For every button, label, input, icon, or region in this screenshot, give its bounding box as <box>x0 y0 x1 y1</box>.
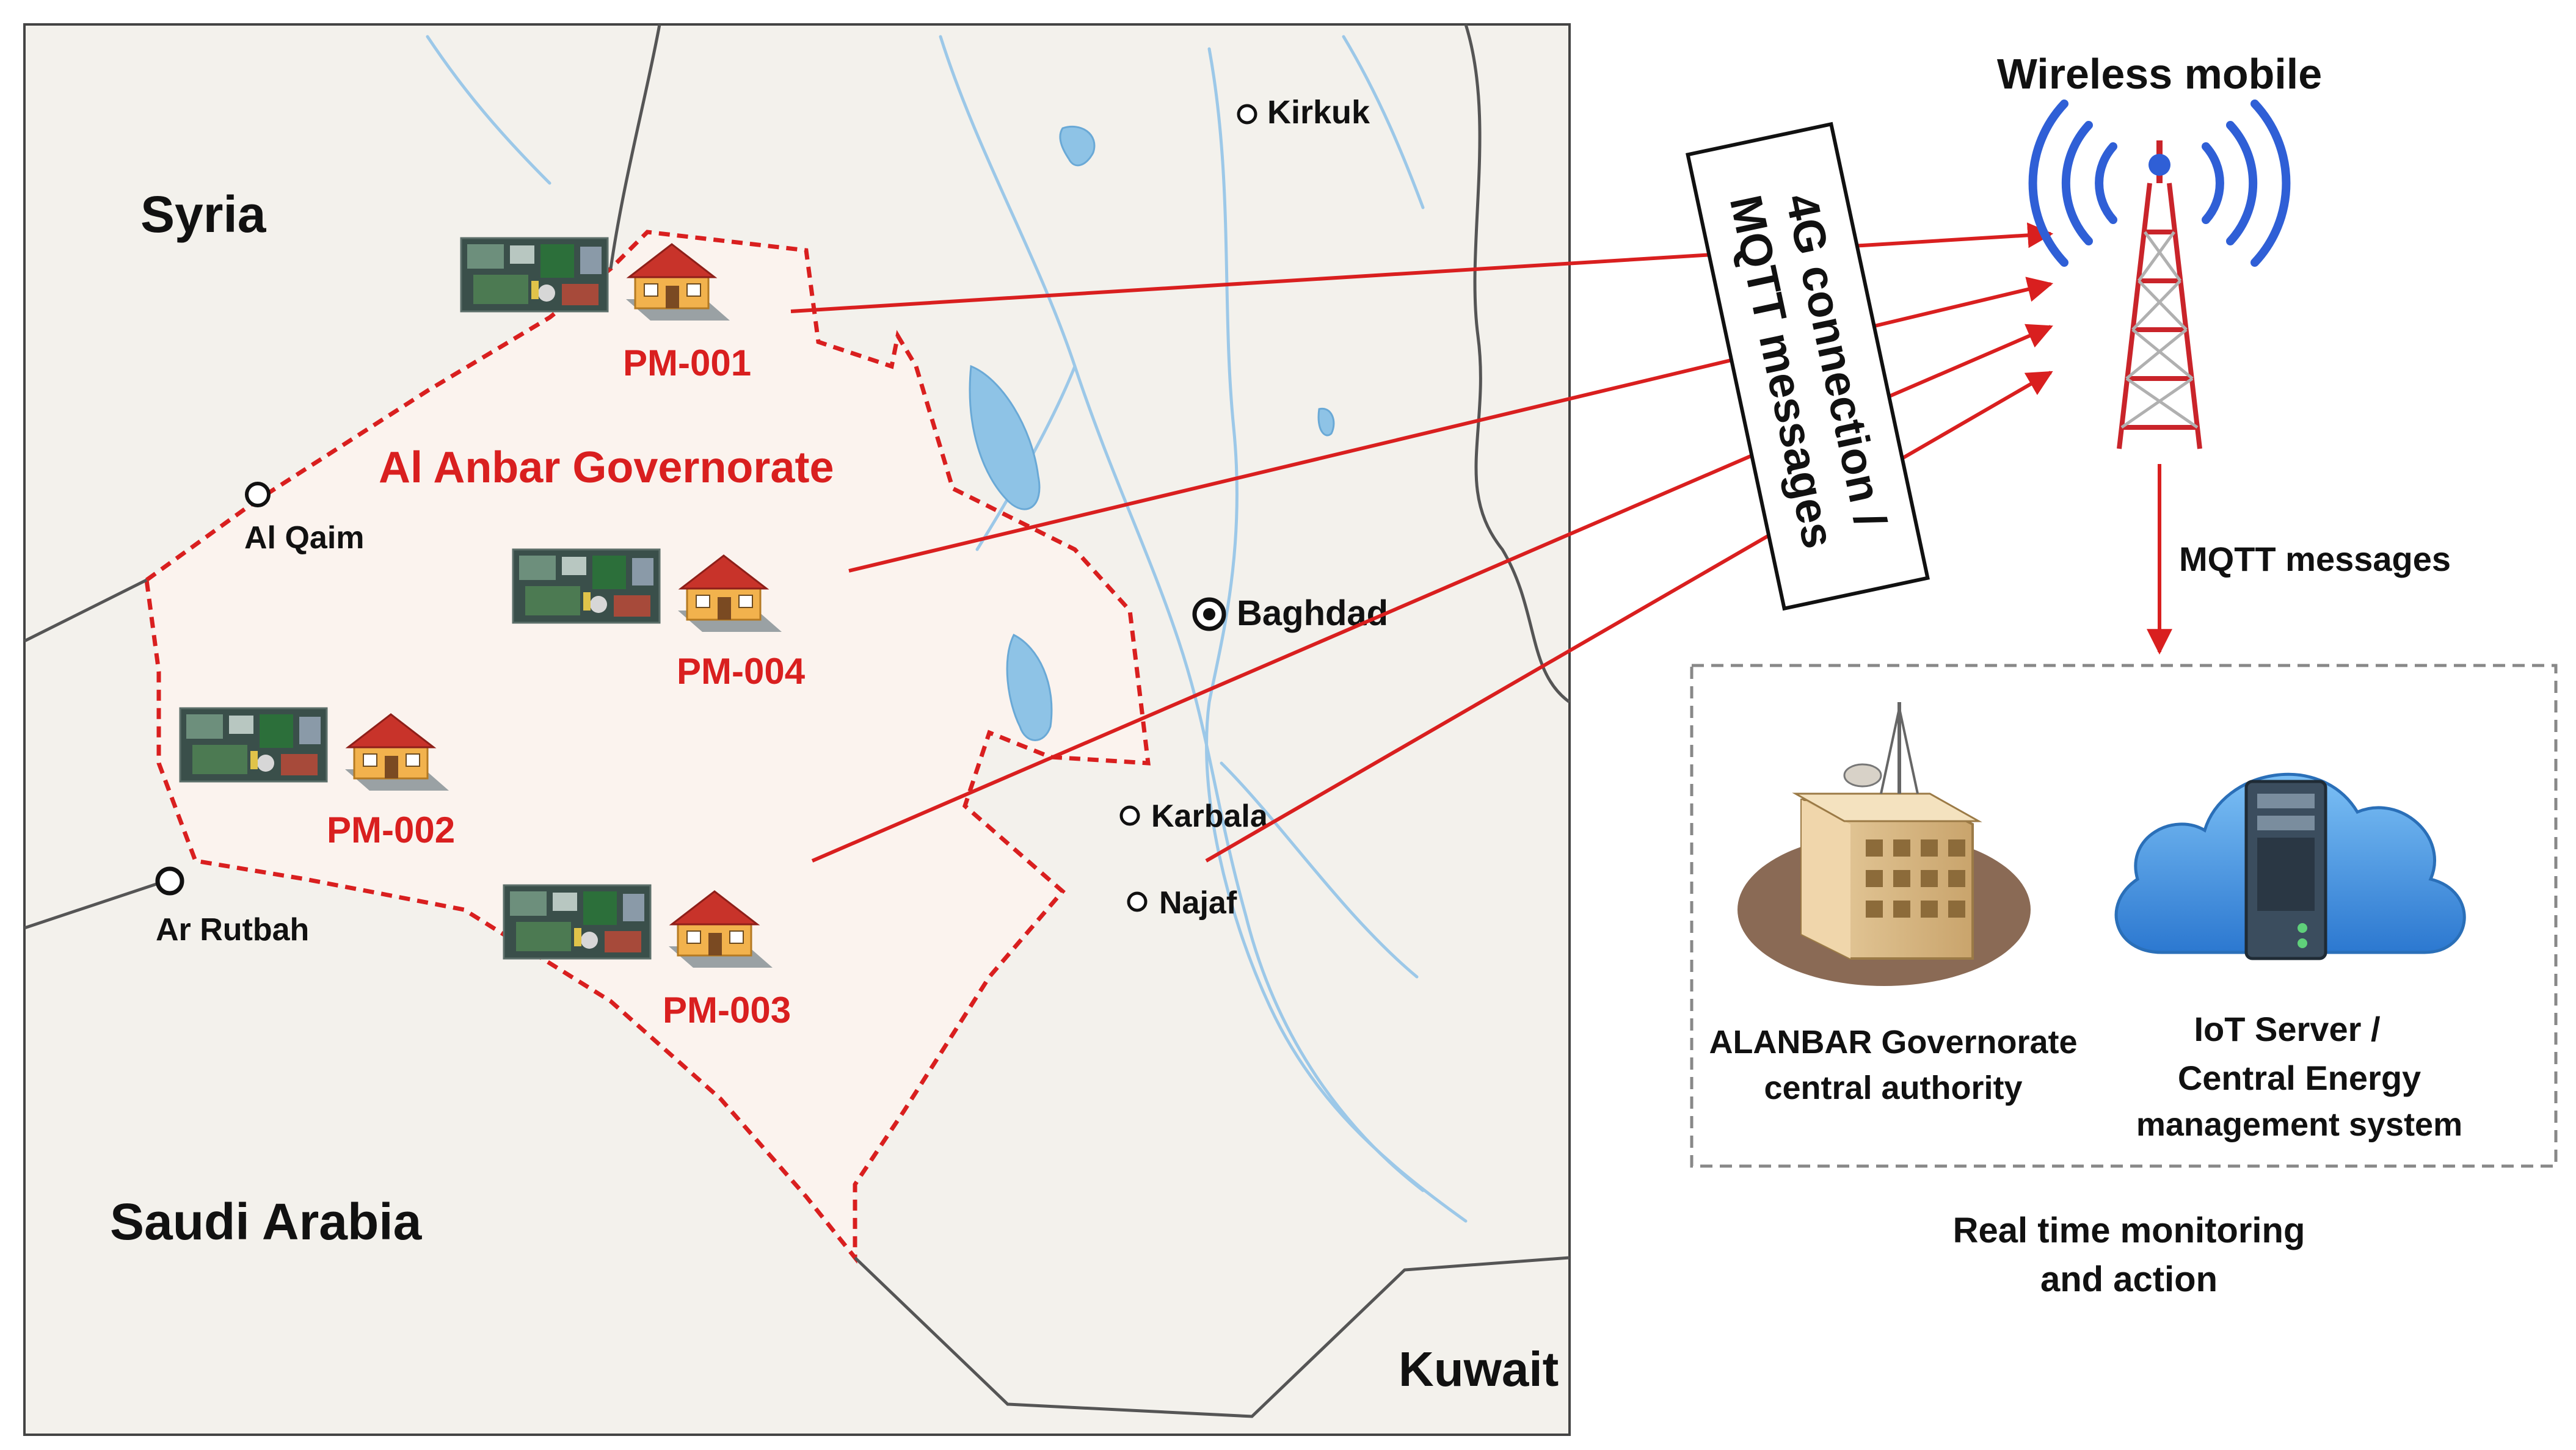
site-pm-001: PM-001 <box>460 237 751 383</box>
city-karbala: Karbala <box>1119 799 1268 834</box>
site-label: PM-002 <box>327 810 455 850</box>
country-label-syria: Syria <box>140 186 267 243</box>
city-label: Baghdad <box>1237 593 1388 633</box>
authority-label-line1: ALANBAR Governorate <box>1709 1024 2077 1060</box>
cloud-server-icon <box>2114 773 2466 960</box>
link-label-box: 4G connection / MQTT messages <box>1686 121 1930 611</box>
country-label-saudi-arabia: Saudi Arabia <box>110 1193 423 1250</box>
government-building-icon <box>1737 702 2031 986</box>
caption-line2: and action <box>2040 1260 2218 1299</box>
city-marker <box>1237 104 1257 125</box>
site-pm-002: PM-002 <box>179 707 455 850</box>
city-baghdad: Baghdad <box>1192 593 1388 633</box>
lakes <box>969 125 1335 741</box>
site-label: PM-003 <box>663 990 791 1031</box>
authority-label-line2: central authority <box>1764 1070 2022 1106</box>
server-label-line2: Central Energy <box>2178 1059 2421 1097</box>
rivers <box>426 35 1468 1223</box>
caption-line1: Real time monitoring <box>1953 1211 2305 1250</box>
governorate-boundary <box>144 230 1151 1264</box>
central-system-box: ALANBAR Governorate central authority Io… <box>1690 664 2558 1168</box>
tower-icon <box>2117 140 2202 449</box>
city-marker <box>245 482 271 507</box>
city-marker <box>1119 805 1140 826</box>
city-marker <box>1127 891 1148 912</box>
city-ar-rutbah: Ar Rutbah <box>155 866 309 948</box>
city-label: Ar Rutbah <box>156 912 309 948</box>
uplink-karbala <box>1205 371 2053 863</box>
signal-waves-icon <box>2028 100 2291 267</box>
city-label: Al Qaim <box>244 520 365 556</box>
tower-title: Wireless mobile <box>1997 50 2322 98</box>
city-label: Najaf <box>1159 885 1237 921</box>
region-label: Al Anbar Governorate <box>379 443 834 492</box>
city-kirkuk: Kirkuk <box>1237 94 1370 131</box>
country-label-kuwait: Kuwait <box>1399 1342 1559 1396</box>
server-label-line3: management system <box>2136 1106 2462 1143</box>
cell-tower: Wireless mobile <box>1997 50 2322 449</box>
city-marker <box>155 866 184 896</box>
city-label: Karbala <box>1151 799 1268 834</box>
site-label: PM-004 <box>677 651 806 692</box>
site-pm-003: PM-003 <box>503 884 791 1031</box>
city-najaf: Najaf <box>1127 885 1237 921</box>
downlink-label: MQTT messages <box>2179 540 2451 578</box>
server-label-line1: IoT Server / <box>2194 1010 2380 1048</box>
site-label: PM-001 <box>623 343 751 383</box>
site-pm-004: PM-004 <box>512 548 806 692</box>
borders <box>23 24 1571 1418</box>
downlink: MQTT messages <box>2147 464 2451 655</box>
city-al-qaim: Al Qaim <box>244 482 365 556</box>
map-panel: Syria Saudi Arabia Kuwait Al Anbar Gover… <box>23 23 1571 1436</box>
city-label: Kirkuk <box>1267 94 1370 131</box>
